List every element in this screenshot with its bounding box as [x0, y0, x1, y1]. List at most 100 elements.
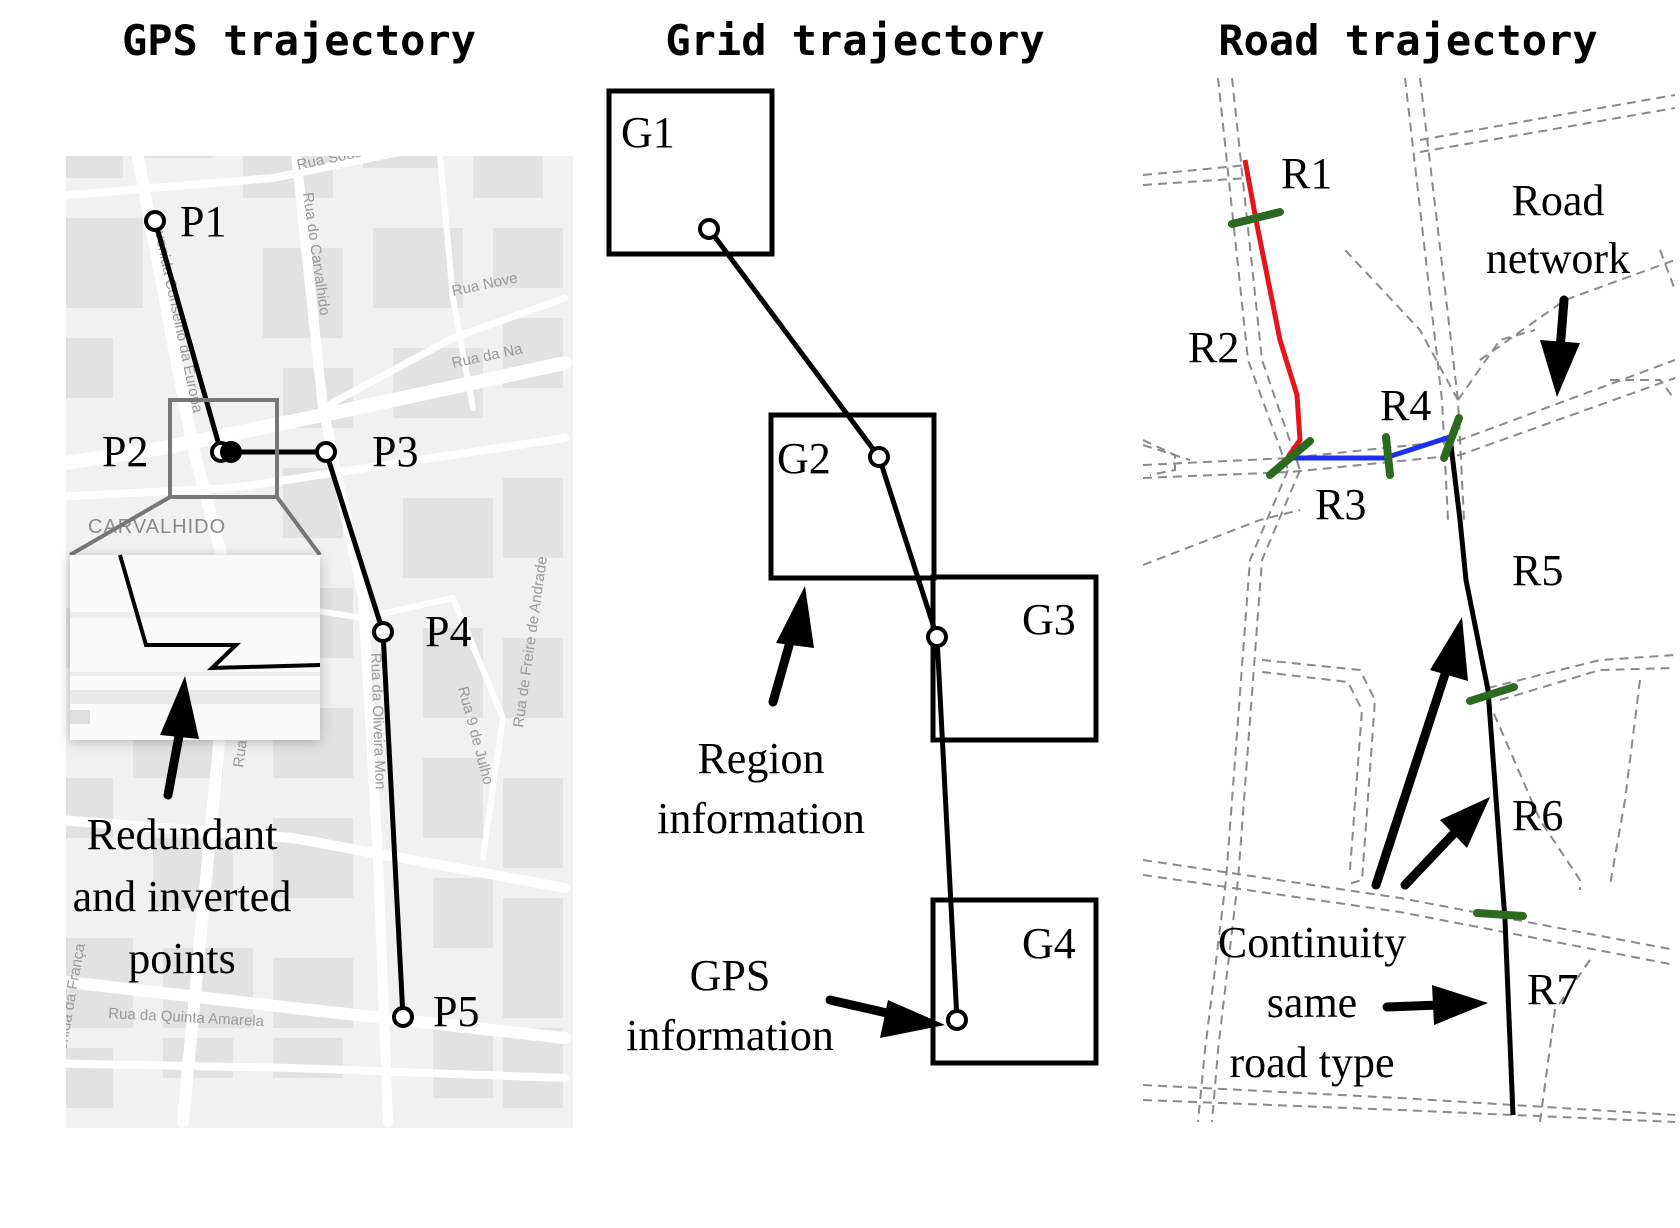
- map-street: [66, 434, 569, 501]
- grid-panel-title: Grid trajectory: [665, 16, 1044, 65]
- map-street-label: Avenida Conselho da Europa: [1259, 220, 1316, 415]
- region-info-arrow-shaft: [768, 630, 797, 707]
- map-building-block: [917, 98, 997, 168]
- continuity-label-line2: same: [1267, 978, 1357, 1027]
- map-building-block: [1153, 1048, 1223, 1108]
- map-building-block: [1533, 628, 1593, 718]
- map-building-block: [837, 368, 907, 428]
- gps-point-p1-label: P1: [180, 197, 226, 246]
- boundary-r3-r4: [1382, 433, 1394, 479]
- gps-point-p2b-marker: [220, 441, 242, 463]
- map-building-block: [1057, 638, 1117, 718]
- map-building-block: [957, 498, 1047, 578]
- grid-cell-g4: [930, 897, 1099, 1066]
- map-building-block: [1263, 838, 1343, 908]
- map-street-label: Rua dos Açores: [32, 591, 67, 698]
- zoom-inset-trajectory: [118, 554, 321, 671]
- grid-cell-g1-label: G1: [621, 108, 675, 157]
- map-building-block: [1543, 878, 1603, 948]
- map-building-block: [817, 248, 897, 338]
- boundary-r5-r6: [1466, 683, 1518, 705]
- region-info-arrow-head: [776, 586, 814, 648]
- road-network-arrow-head: [1540, 340, 1580, 397]
- map-building-block: [1057, 1028, 1117, 1108]
- zoom-source-box: [168, 398, 279, 499]
- gps-point-p4-label: P4: [425, 607, 471, 656]
- map-building-block: [1057, 478, 1117, 558]
- road-segment-r5-label: R5: [1512, 546, 1563, 595]
- grid-trajectory-line: [706, 227, 960, 1021]
- map-building-block: [473, 156, 543, 198]
- map-street: [319, 294, 569, 412]
- map-building-block: [1613, 1028, 1673, 1108]
- continuity-arrow-long-shaft: [1371, 660, 1453, 890]
- map-building-block: [433, 878, 493, 948]
- map-building-block: [1613, 778, 1673, 868]
- map-building-block: [423, 758, 483, 838]
- map-building-block: [1473, 98, 1553, 168]
- grid-cell-g4-label: G4: [1022, 919, 1076, 968]
- continuity-arrow-short-head: [1440, 797, 1490, 848]
- map-building-block: [503, 478, 563, 558]
- map-street-label: Rua 9 de Julho: [1564, 685, 1607, 787]
- map-street: [1398, 78, 1498, 1122]
- boundary-r1-r2: [1228, 208, 1284, 228]
- map-street: [877, 298, 1119, 408]
- road-segment-r1-label: R1: [1281, 149, 1332, 198]
- map-building-block: [1163, 218, 1253, 308]
- map-street: [1563, 598, 1613, 858]
- map-building-block: [797, 118, 887, 198]
- map-building-block: [163, 1038, 233, 1078]
- map-building-block: [1057, 318, 1117, 388]
- map-street: [66, 1059, 569, 1082]
- same-road-arrow-shaft: [1382, 1000, 1445, 1012]
- map-building-block: [1047, 228, 1117, 288]
- map-building-block: [1613, 958, 1673, 1018]
- map-building-block: [273, 818, 353, 898]
- map-building-block: [1243, 698, 1333, 778]
- map-street-label: Avenida Conselho da Europa: [703, 220, 760, 415]
- map-building-block: [1393, 468, 1453, 538]
- map-street-label: Meireles: [1303, 607, 1361, 629]
- road-network-label-line2: network: [1486, 234, 1630, 283]
- map-building-block: [607, 608, 677, 668]
- map-street-label: Rua 9 de Julho: [1008, 685, 1051, 787]
- map-street: [1143, 1063, 1675, 1078]
- map-building-block: [1543, 1028, 1603, 1098]
- map-building-block: [403, 498, 493, 578]
- gps-info-label-line2: information: [626, 1011, 834, 1060]
- map-building-block: [1613, 898, 1673, 978]
- grid-gps-point-1: [698, 218, 720, 240]
- map-street-label: Rua Dom António: [1374, 619, 1427, 736]
- grid-panel-overlay: G1 G2 G3 G4 Region information GPS infor…: [606, 88, 1099, 1066]
- map-building-block: [1613, 478, 1673, 558]
- map-street: [587, 438, 1119, 498]
- road-network-dashed: [1142, 77, 1676, 1123]
- map-building-block: [827, 708, 907, 778]
- map-building-block: [977, 758, 1037, 838]
- gps-point-p5-label: P5: [433, 987, 479, 1036]
- map-street-label: Rua Sousa: [999, 86, 1076, 118]
- map-building-block: [503, 958, 563, 1018]
- map-street: [787, 598, 1007, 618]
- map-street-label: Rua Dom António: [818, 619, 871, 736]
- grid-cell-g3-label: G3: [1022, 595, 1076, 644]
- grid-gps-point-2: [868, 446, 890, 468]
- map-street: [66, 156, 400, 200]
- map-building-block: [503, 778, 563, 868]
- grid-cell-g1: [606, 88, 775, 257]
- segment-boundaries: [1228, 208, 1527, 920]
- map-street: [987, 78, 1027, 408]
- map-street: [437, 156, 476, 411]
- map-street-label: Rua dos Açores: [1142, 591, 1177, 698]
- gps-point-p1-marker: [144, 210, 166, 232]
- grid-cell-g3: [930, 574, 1099, 743]
- region-info-label-line2: information: [657, 794, 865, 843]
- road-segment-r3-label: R3: [1315, 480, 1366, 529]
- map-street: [291, 156, 393, 1127]
- continuity-label-line1: Continuity: [1218, 918, 1406, 967]
- road-segment-r7-label: R7: [1527, 965, 1578, 1014]
- gps-point-p3-marker: [315, 441, 337, 463]
